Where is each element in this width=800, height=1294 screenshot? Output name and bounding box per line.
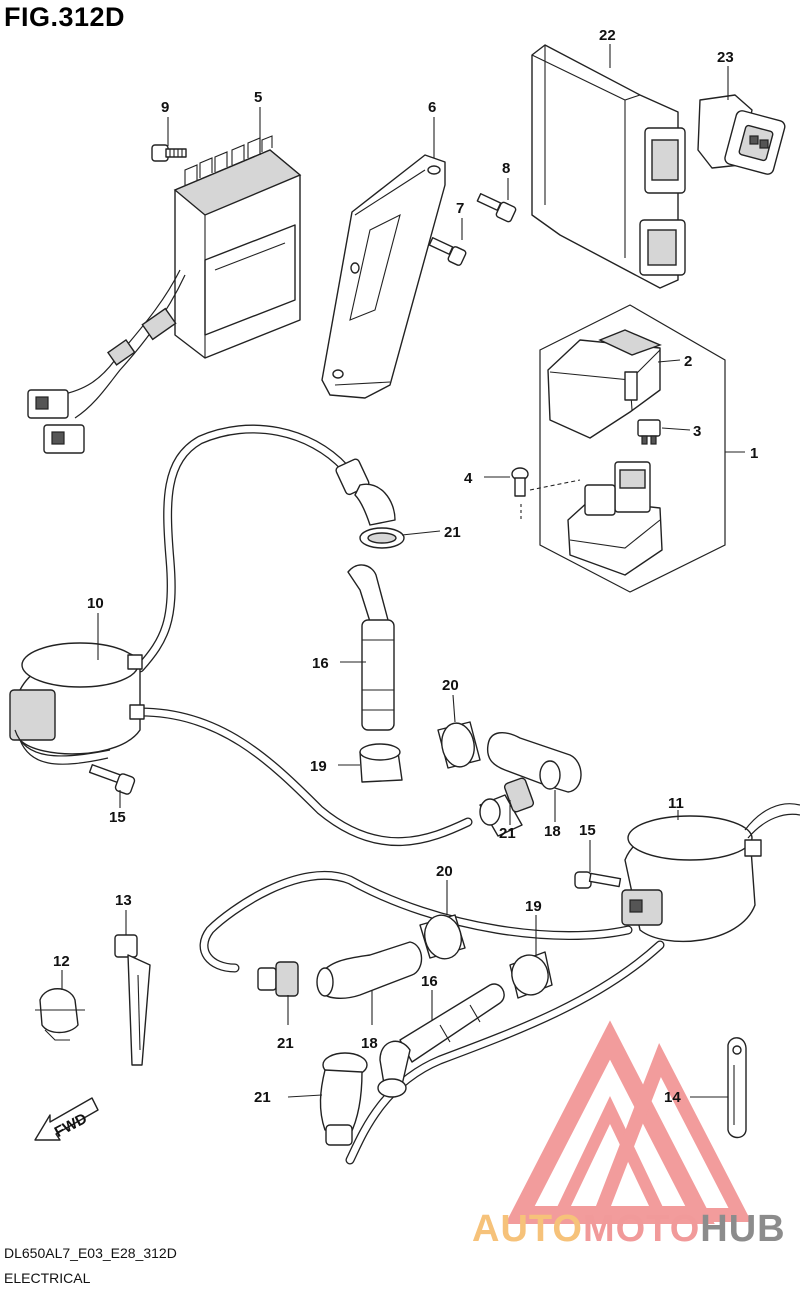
- callout-6[interactable]: 6: [428, 99, 436, 116]
- callout-22[interactable]: 22: [599, 27, 616, 44]
- callout-12[interactable]: 12: [53, 953, 70, 970]
- callouts: 9 5 6 7 8 22 23 2 3 1 4 21 10 16 19 20 1…: [53, 27, 758, 1106]
- callout-16-lower[interactable]: 16: [421, 973, 438, 990]
- part-18-seal-upper[interactable]: [359, 743, 403, 783]
- part-9-bolt[interactable]: [151, 144, 187, 162]
- part-12-clamp[interactable]: [35, 988, 85, 1041]
- watermark-auto: AUTO: [472, 1208, 583, 1250]
- callout-19-upper[interactable]: 20: [442, 677, 459, 694]
- part-13-cable-tie[interactable]: [114, 934, 151, 1066]
- callout-15-right[interactable]: 15: [579, 822, 596, 839]
- callout-20-upper[interactable]: 21: [444, 524, 461, 541]
- part-15-bolt-right[interactable]: [574, 871, 622, 889]
- callout-7[interactable]: 7: [456, 200, 464, 217]
- callout-18-upper[interactable]: 19: [310, 758, 327, 775]
- part-16-plug-boot-upper[interactable]: [347, 564, 395, 731]
- part-10-ignition-coil[interactable]: [9, 424, 473, 846]
- part-22-ecm[interactable]: [531, 44, 686, 289]
- callout-19-lower[interactable]: 20: [436, 863, 453, 880]
- part-6-bracket[interactable]: [321, 154, 446, 399]
- part-19-seal-upper[interactable]: [437, 721, 481, 770]
- callout-2[interactable]: 2: [684, 353, 692, 370]
- callout-15-left[interactable]: 15: [109, 809, 126, 826]
- watermark-logo: [505, 1020, 752, 1224]
- callout-17-lower[interactable]: 18: [361, 1035, 378, 1052]
- callout-16-upper[interactable]: 16: [312, 655, 329, 672]
- part-18-seal-lower[interactable]: [507, 951, 553, 999]
- part-16-plug-boot-lower[interactable]: [377, 983, 505, 1098]
- callout-9[interactable]: 9: [161, 99, 169, 116]
- part-23-connector[interactable]: [697, 94, 786, 176]
- callout-5[interactable]: 5: [254, 89, 262, 106]
- part-15-bolt-left[interactable]: [88, 764, 136, 795]
- callout-8[interactable]: 8: [502, 160, 510, 177]
- callout-21-upper[interactable]: 21: [499, 825, 516, 842]
- fwd-arrow-icon: FWD: [34, 1097, 99, 1141]
- model-code: DL650AL7_E03_E28_312D: [4, 1245, 177, 1261]
- part-1-relay-assembly[interactable]: [539, 304, 726, 593]
- part-21-clamp-upper[interactable]: [479, 777, 535, 837]
- callout-10[interactable]: 10: [87, 595, 104, 612]
- part-5-regulator[interactable]: [27, 135, 302, 454]
- part-3-fuse[interactable]: [637, 419, 661, 445]
- watermark-moto: MOTO: [582, 1208, 701, 1250]
- callout-17-upper[interactable]: 18: [544, 823, 561, 840]
- callout-4[interactable]: 4: [464, 470, 473, 487]
- part-14-holder[interactable]: [727, 1037, 747, 1139]
- watermark-hub: HUB: [700, 1208, 786, 1250]
- section-name: ELECTRICAL: [4, 1270, 91, 1286]
- callout-20-lower[interactable]: 21: [254, 1089, 271, 1106]
- part-19-seal-lower[interactable]: [419, 911, 466, 963]
- part-17-elbow-upper[interactable]: [486, 732, 582, 793]
- part-7-bolt[interactable]: [428, 237, 467, 266]
- callout-11[interactable]: 11: [668, 795, 684, 812]
- figure-title: FIG.312D: [4, 2, 126, 32]
- callout-13[interactable]: 13: [115, 892, 132, 909]
- watermark-text: AUTOMOTOHUB: [472, 1208, 786, 1251]
- leader-lines: [61, 44, 745, 1098]
- part-11-ignition-coil[interactable]: [199, 803, 800, 1165]
- callout-14[interactable]: 14: [664, 1089, 681, 1106]
- part-17-elbow-lower[interactable]: [316, 941, 423, 999]
- callout-3[interactable]: 3: [693, 423, 701, 440]
- callout-1[interactable]: 1: [750, 445, 758, 462]
- part-4-screw[interactable]: [511, 467, 529, 520]
- part-20-plug-cap-lower[interactable]: [319, 1052, 368, 1146]
- part-20-plug-cap-upper[interactable]: [335, 458, 405, 549]
- part-21-clamp-lower[interactable]: [257, 961, 299, 997]
- callout-23[interactable]: 23: [717, 49, 734, 66]
- callout-21-lower[interactable]: 21: [277, 1035, 294, 1052]
- part-8-bolt[interactable]: [476, 193, 517, 223]
- callout-18-lower[interactable]: 19: [525, 898, 542, 915]
- part-2-relay-cover[interactable]: [547, 329, 662, 439]
